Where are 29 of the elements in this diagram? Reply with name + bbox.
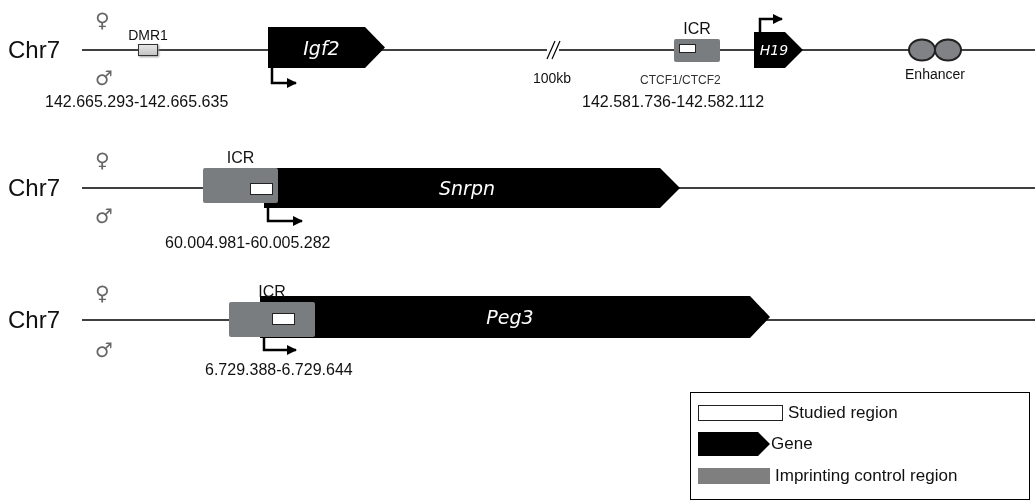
region-label: ICR: [226, 148, 255, 168]
coordinate-label: 142.665.293-142.665.635: [45, 92, 229, 112]
sex-symbol: ♂: [95, 66, 113, 90]
sex-symbol: ♂: [95, 204, 113, 228]
distance-label: 100kb: [533, 69, 572, 87]
legend-label: Gene: [771, 433, 813, 454]
gene-name: H19: [759, 42, 789, 58]
studied-region-box: [679, 44, 696, 53]
region-label: DMR1: [128, 26, 168, 44]
sex-symbol: ♀: [95, 8, 110, 32]
sex-symbol: ♀: [95, 281, 110, 305]
sex-symbol: ♂: [95, 338, 113, 362]
coordinate-label: 6.729.388-6.729.644: [205, 360, 353, 380]
coordinate-label: 142.581.736-142.582.112: [582, 92, 765, 112]
legend-label: Imprinting control region: [775, 465, 958, 486]
gene-name: Peg3: [486, 306, 534, 328]
gene-name: Igf2: [303, 36, 340, 59]
gene-name: Snrpn: [439, 177, 495, 199]
enhancer-label: Enhancer: [905, 66, 965, 82]
chromosome-label: Chr7: [8, 35, 61, 65]
studied-region-box: [272, 313, 295, 325]
legend-label: Studied region: [788, 402, 898, 423]
chromosome-label: Chr7: [8, 305, 61, 335]
sex-symbol: ♀: [95, 148, 110, 172]
chromosome-label: Chr7: [8, 173, 61, 203]
side-note: CTCF1/CTCF2: [640, 72, 721, 88]
region-label: ICR: [683, 19, 711, 39]
coordinate-label: 60.004.981-60.005.282: [165, 233, 331, 253]
region-label: ICR: [258, 282, 286, 302]
